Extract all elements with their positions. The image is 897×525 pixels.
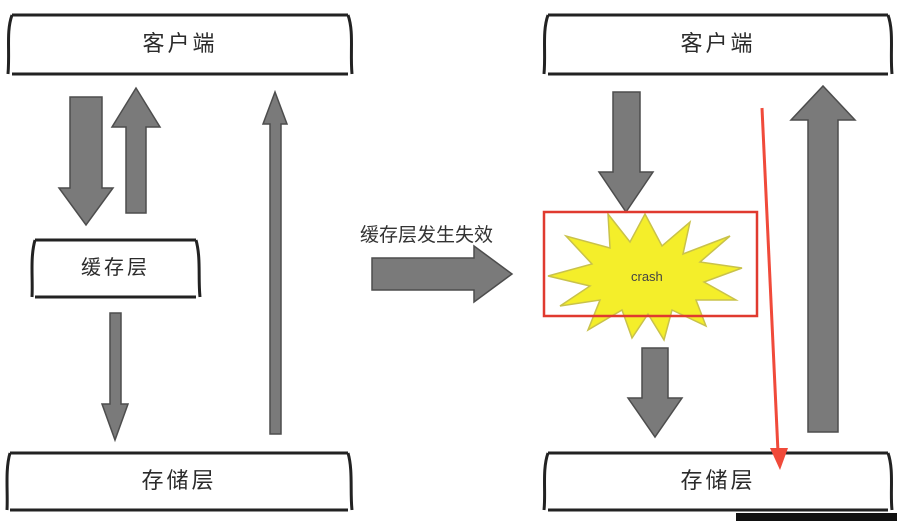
- transition-label: 缓存层发生失效: [360, 224, 494, 246]
- right-storage-box: [542, 451, 894, 512]
- left-client-label: 客户端: [142, 32, 218, 57]
- left-client-box: [6, 13, 354, 76]
- right-client-label: 客户端: [680, 32, 756, 57]
- right-storage-label: 存储层: [680, 469, 756, 494]
- crash-label: crash: [631, 269, 663, 284]
- right-client-box: [542, 13, 894, 76]
- left-arrow-up-big: [110, 86, 162, 214]
- left-arrow-down-thin: [100, 312, 130, 443]
- right-arrow-up-big: [789, 84, 857, 433]
- transition-arrow: [371, 244, 514, 304]
- left-storage-label: 存储层: [141, 469, 217, 494]
- crash-highlight-box: [542, 210, 759, 318]
- right-arrow-down-to-crash: [597, 91, 655, 214]
- left-arrow-up-thin: [261, 89, 289, 435]
- right-arrow-down-to-storage: [626, 347, 684, 439]
- red-bypass-arrow: [760, 107, 788, 470]
- crash-starburst: [547, 211, 743, 342]
- left-storage-box: [5, 451, 354, 512]
- left-cache-box: [30, 238, 202, 299]
- left-cache-label: 缓存层: [81, 255, 150, 279]
- bottom-right-bar: [736, 513, 897, 521]
- left-arrow-down-big: [57, 96, 115, 227]
